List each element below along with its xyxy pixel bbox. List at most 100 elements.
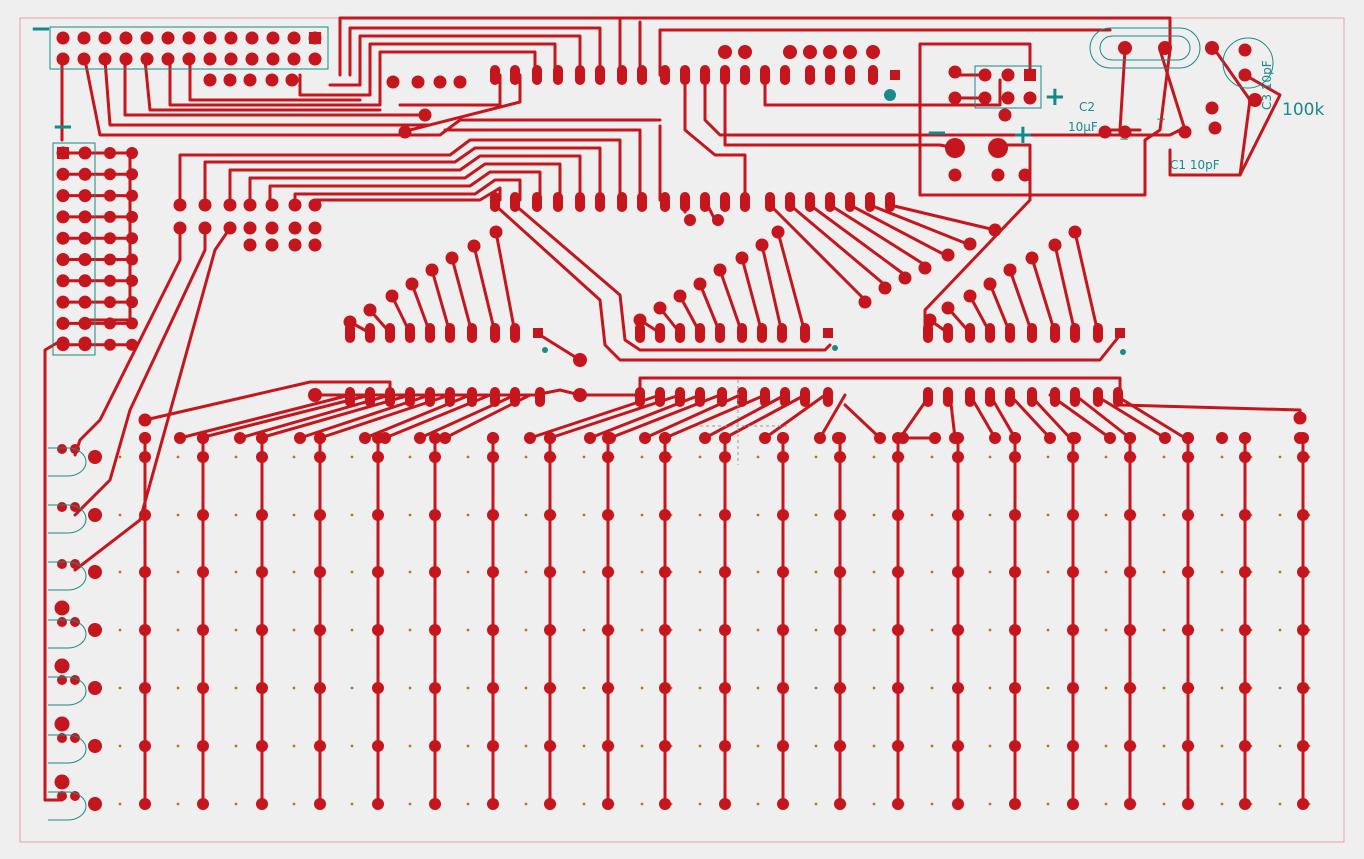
drill-dot <box>988 455 992 459</box>
fan-pad <box>1003 263 1017 277</box>
trace <box>1103 48 1187 132</box>
led-pad <box>57 444 67 454</box>
matrix-pad <box>602 451 614 463</box>
column-pad <box>989 432 1001 444</box>
matrix-pad <box>659 451 671 463</box>
pot-value-label: 100k <box>1282 100 1325 120</box>
ic-pin-pad <box>740 65 750 85</box>
drill-dot <box>582 455 586 459</box>
ic-pin-pad <box>635 323 645 343</box>
header-pin <box>287 52 301 66</box>
ic-pin-pad <box>800 387 810 407</box>
matrix-pad <box>1124 624 1136 636</box>
header-pin <box>78 210 92 224</box>
ic-pin-pad <box>445 323 455 343</box>
header-pin <box>104 317 116 330</box>
ic-pin-pad <box>943 387 953 407</box>
drill-dot <box>814 455 818 459</box>
header-outline-left <box>52 142 96 356</box>
matrix-pad <box>834 624 846 636</box>
header-pin <box>182 31 196 45</box>
ic-pin-pad <box>1027 387 1037 407</box>
trace <box>238 393 392 440</box>
trace <box>168 50 537 107</box>
drill-dot <box>1046 628 1050 632</box>
ic-pin-pad <box>1005 387 1015 407</box>
ic-pin-pad <box>637 192 647 212</box>
drill-dot <box>118 455 122 459</box>
pad <box>1248 93 1262 107</box>
header-pin <box>126 274 138 287</box>
fan-pad <box>653 301 667 315</box>
matrix-pad <box>429 509 441 521</box>
ic-pin-pad <box>425 323 435 343</box>
drill-dot <box>466 513 470 517</box>
drill-dot <box>988 513 992 517</box>
drill-dot <box>872 570 876 574</box>
trace <box>123 58 422 117</box>
ic-pin-pad <box>845 192 855 212</box>
header-pin <box>56 295 70 309</box>
ic-pin-pad <box>617 192 627 212</box>
fan-pad <box>633 313 647 327</box>
trace <box>868 203 972 247</box>
fan-pad <box>755 238 769 252</box>
header-pin <box>104 168 116 181</box>
matrix-pad <box>952 798 964 810</box>
drill-dot <box>930 628 934 632</box>
trace <box>918 48 1172 197</box>
matrix-pad <box>602 798 614 810</box>
drill-dot <box>524 802 528 806</box>
drill-dot <box>988 570 992 574</box>
matrix-pad <box>1009 509 1021 521</box>
drill-dot <box>408 802 412 806</box>
matrix-pad <box>1297 682 1309 694</box>
trace <box>298 42 557 97</box>
trace <box>1008 268 1034 335</box>
matrix-pad <box>314 451 326 463</box>
header-pin <box>182 52 196 66</box>
pad <box>948 91 962 105</box>
drill-dot <box>1220 686 1224 690</box>
drill-dot <box>872 744 876 748</box>
ic-pin-pad <box>923 387 933 407</box>
fan-pad <box>983 277 997 291</box>
led-pad <box>57 617 67 627</box>
drill-dot <box>582 513 586 517</box>
header-pin <box>104 338 116 351</box>
ic-pin-pad <box>660 192 670 212</box>
matrix-pad <box>487 509 499 521</box>
drill-dot <box>234 570 238 574</box>
matrix-pad <box>1182 566 1194 578</box>
drill-dot <box>408 570 412 574</box>
ic-pin-pad <box>675 323 685 343</box>
trace <box>1030 256 1057 335</box>
pad <box>173 221 187 235</box>
drill-dot <box>1220 513 1224 517</box>
matrix-pad <box>952 682 964 694</box>
matrix-pad <box>602 624 614 636</box>
led-pad <box>54 658 70 674</box>
trace <box>1073 230 1100 335</box>
drill-dot <box>176 686 180 690</box>
drill-dot <box>1162 570 1166 574</box>
pad <box>1293 411 1307 425</box>
matrix-pad <box>544 566 556 578</box>
pad <box>288 238 302 252</box>
trace <box>248 162 562 207</box>
column-pad <box>256 432 268 444</box>
ic-pin-pad <box>823 387 833 407</box>
header-pin <box>104 232 116 245</box>
fan-pad <box>771 225 785 239</box>
header-pin <box>78 189 92 203</box>
drill-dot <box>1278 455 1282 459</box>
ic-pin-pad <box>737 387 747 407</box>
led-outline <box>48 504 87 534</box>
drill-dot <box>814 570 818 574</box>
trace <box>338 16 1172 77</box>
trace <box>923 143 1032 332</box>
ic-pin-pad <box>695 387 705 407</box>
drill-dot <box>640 570 644 574</box>
ic-pin-pad <box>1050 387 1060 407</box>
drill-dot <box>176 628 180 632</box>
